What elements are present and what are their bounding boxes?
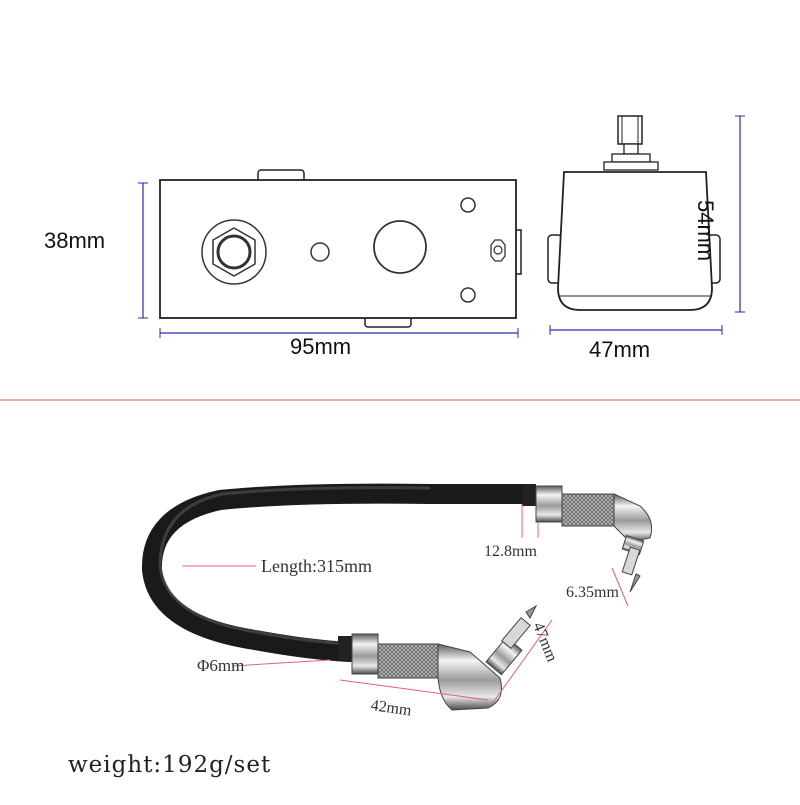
plug-length-line [339, 679, 489, 701]
width-label-47mm: 47mm [589, 337, 651, 362]
cable-annotations [182, 504, 629, 705]
plug-body-label: 12.8mm [484, 543, 537, 560]
lower-plug [338, 604, 538, 711]
patch-cable [141, 483, 653, 711]
tip-label: 6.35mm [566, 584, 619, 601]
pedal-side-view [547, 115, 721, 311]
pedal-top-view [159, 169, 522, 328]
dimension-47mm [549, 325, 723, 335]
upper-plug [522, 484, 653, 593]
jack-icon [201, 219, 267, 285]
height-label-38mm: 38mm [44, 228, 106, 253]
pedal-enclosure [159, 179, 517, 319]
footswitch-washer [603, 161, 659, 171]
screw-hole-top [460, 197, 476, 213]
dimension-95mm [159, 328, 519, 338]
footswitch-shaft [623, 143, 639, 155]
led-hole [310, 242, 330, 262]
length-label: Length:315mm [261, 556, 372, 576]
width-label-95mm: 95mm [290, 334, 352, 359]
screw-hole-bottom [460, 287, 476, 303]
dimension-38mm [138, 182, 148, 319]
plug-height-line [491, 619, 553, 705]
height-label-54mm: 54mm [693, 200, 718, 262]
side-led-icon [490, 239, 506, 262]
diameter-leader [231, 659, 331, 667]
tip-leader [611, 567, 629, 607]
dimension-54mm [735, 115, 745, 313]
footswitch-nut [611, 153, 651, 163]
diameter-label: Φ6mm [197, 656, 245, 675]
cable-body [141, 483, 538, 662]
weight-label: weight:192g/set [68, 752, 272, 778]
footswitch-hole [373, 220, 427, 274]
side-enclosure [557, 171, 713, 311]
